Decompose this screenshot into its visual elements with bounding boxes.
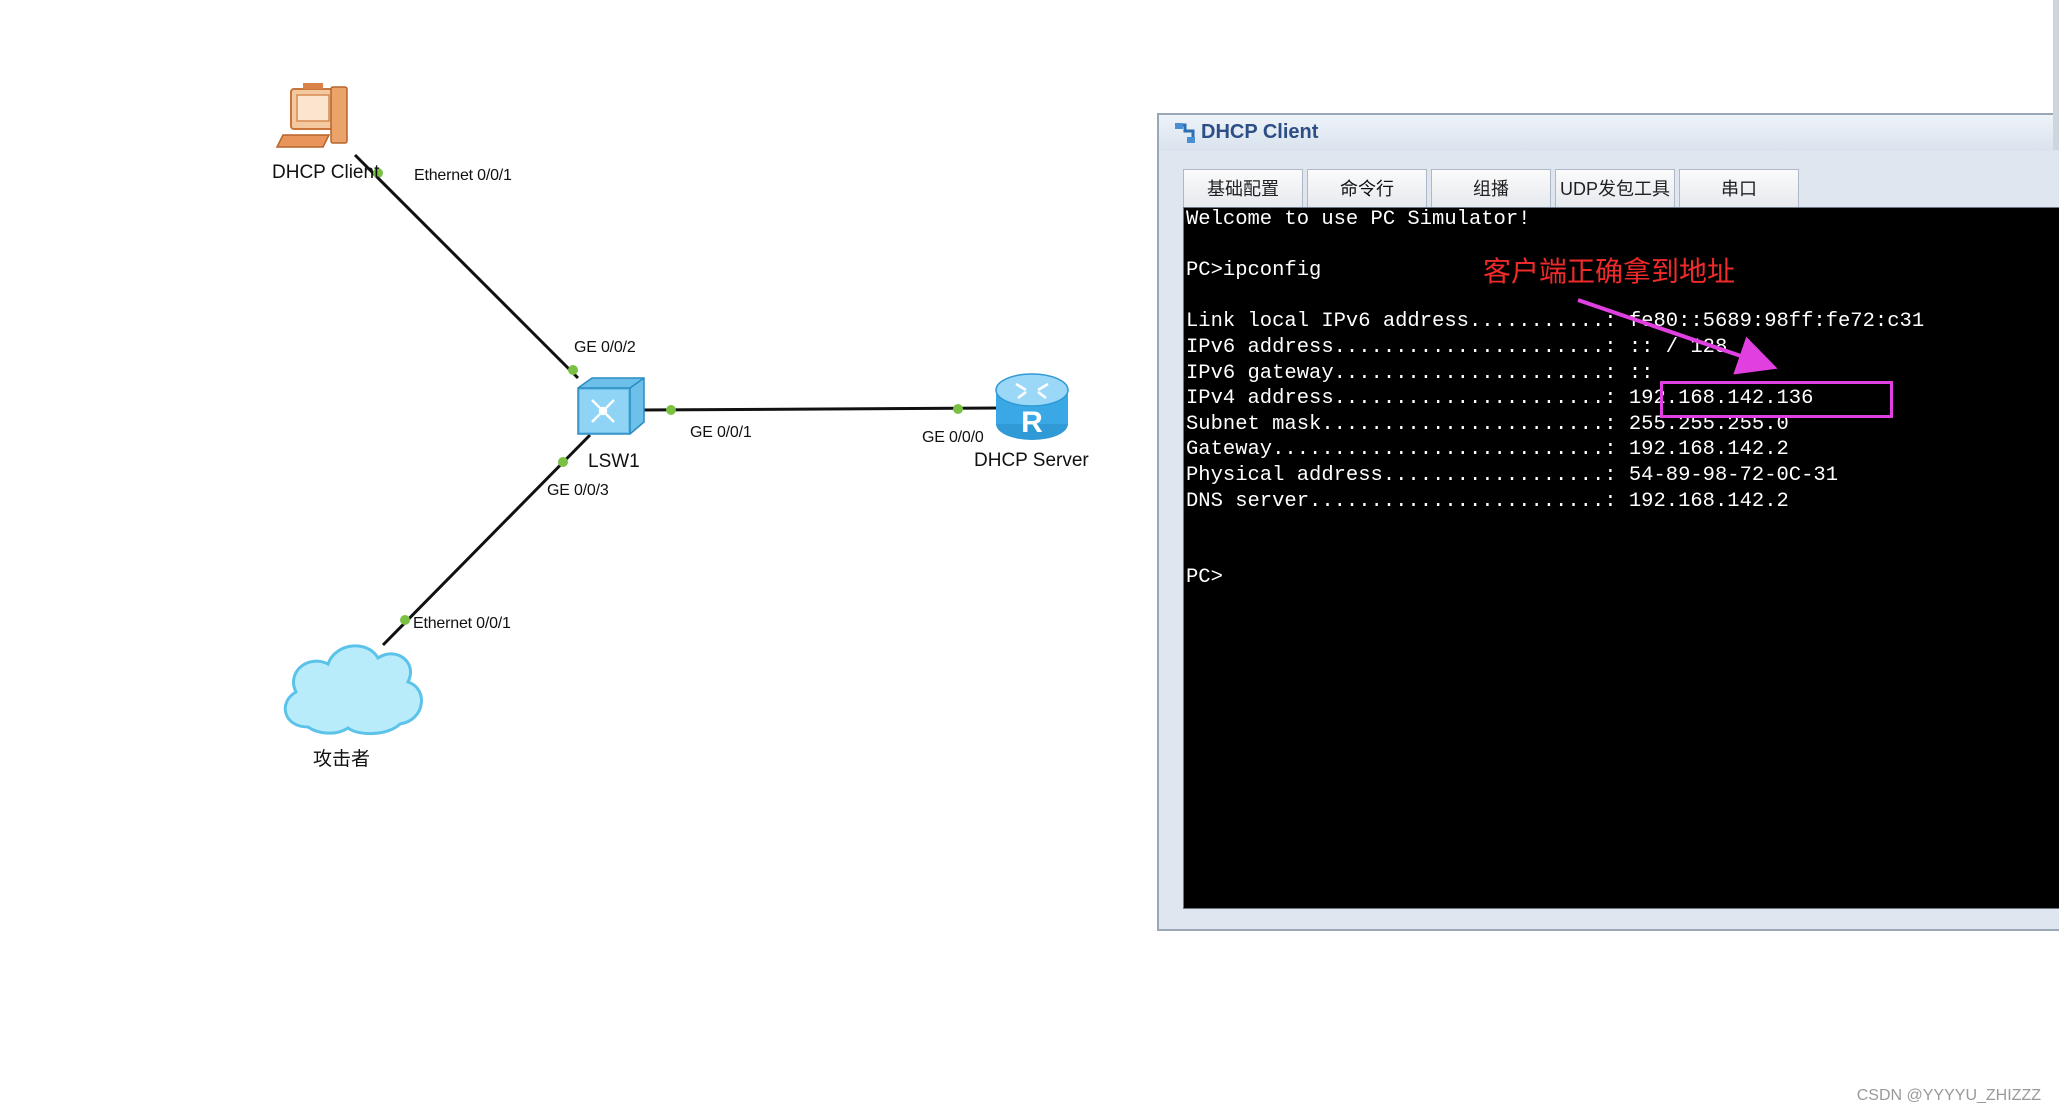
port-dot-sw-ge3 xyxy=(558,457,568,467)
port-dot-attacker xyxy=(400,615,410,625)
port-label-sw-ge3: GE 0/0/3 xyxy=(547,482,609,499)
ipv4-highlight-box xyxy=(1660,381,1893,418)
scrollbar[interactable] xyxy=(2053,0,2059,150)
watermark: CSDN @YYYYU_ZHIZZZ xyxy=(1856,1087,2041,1104)
pc-icon[interactable] xyxy=(275,83,348,148)
network-icon xyxy=(1175,123,1195,143)
port-dot-sw-ge2 xyxy=(568,365,578,375)
window-title: DHCP Client xyxy=(1201,121,1319,143)
port-label-client-eth: Ethernet 0/0/1 xyxy=(414,167,512,184)
terminal-line: IPv6 address......................: :: /… xyxy=(1186,336,1728,359)
network-topology: R xyxy=(275,83,1069,735)
switch-icon[interactable] xyxy=(577,377,645,435)
tab-command-line[interactable]: 命令行 xyxy=(1307,169,1427,207)
tab-multicast[interactable]: 组播 xyxy=(1431,169,1551,207)
node-label-attacker: 攻击者 xyxy=(313,749,371,770)
svg-text:R: R xyxy=(1021,406,1043,439)
tab-basic-config[interactable]: 基础配置 xyxy=(1183,169,1303,207)
terminal-line: PC>ipconfig xyxy=(1186,259,1322,283)
node-label-server: DHCP Server xyxy=(974,450,1089,471)
annotation-text: 客户端正确拿到地址 xyxy=(1483,255,1736,288)
terminal-line: Link local IPv6 address...........: fe80… xyxy=(1186,310,1925,334)
dhcp-client-window[interactable]: DHCP Client 基础配置 命令行 组播 UDP发包工具 串口 Welco… xyxy=(1157,113,2059,931)
terminal-line: Gateway...........................: 192.… xyxy=(1186,438,1789,462)
tab-udp-tool[interactable]: UDP发包工具 xyxy=(1555,169,1675,207)
terminal-line: IPv4 address......................: 192.… xyxy=(1186,387,1814,411)
terminal-line: Physical address..................: 54-8… xyxy=(1186,464,1839,487)
cloud-icon[interactable] xyxy=(283,644,423,735)
terminal-output[interactable]: Welcome to use PC Simulator! PC>ipconfig… xyxy=(1183,207,2059,909)
terminal-line: PC> xyxy=(1186,566,1223,590)
link-switch-server xyxy=(639,406,1001,412)
terminal-line: Welcome to use PC Simulator! xyxy=(1186,208,1531,231)
port-label-srv-ge0: GE 0/0/0 xyxy=(922,429,984,446)
router-icon[interactable]: R xyxy=(995,373,1069,440)
link-client-switch xyxy=(353,153,580,380)
port-dot-client xyxy=(373,168,383,178)
port-dot-srv xyxy=(953,404,963,414)
port-label-sw-ge2: GE 0/0/2 xyxy=(574,339,636,356)
link-switch-attacker xyxy=(381,433,592,647)
window-titlebar[interactable]: DHCP Client xyxy=(1159,115,2059,151)
terminal-line: Subnet mask.......................: 255.… xyxy=(1186,412,1789,436)
node-label-client: DHCP Client xyxy=(272,162,380,183)
node-label-switch: LSW1 xyxy=(588,451,640,472)
port-dot-sw-ge1 xyxy=(666,405,676,415)
terminal-line: DNS server........................: 192.… xyxy=(1186,489,1789,513)
port-label-attacker-eth: Ethernet 0/0/1 xyxy=(413,615,511,632)
tab-serial[interactable]: 串口 xyxy=(1679,169,1799,207)
port-label-sw-ge1: GE 0/0/1 xyxy=(690,424,752,441)
terminal-line: IPv6 gateway......................: :: xyxy=(1186,361,1654,385)
